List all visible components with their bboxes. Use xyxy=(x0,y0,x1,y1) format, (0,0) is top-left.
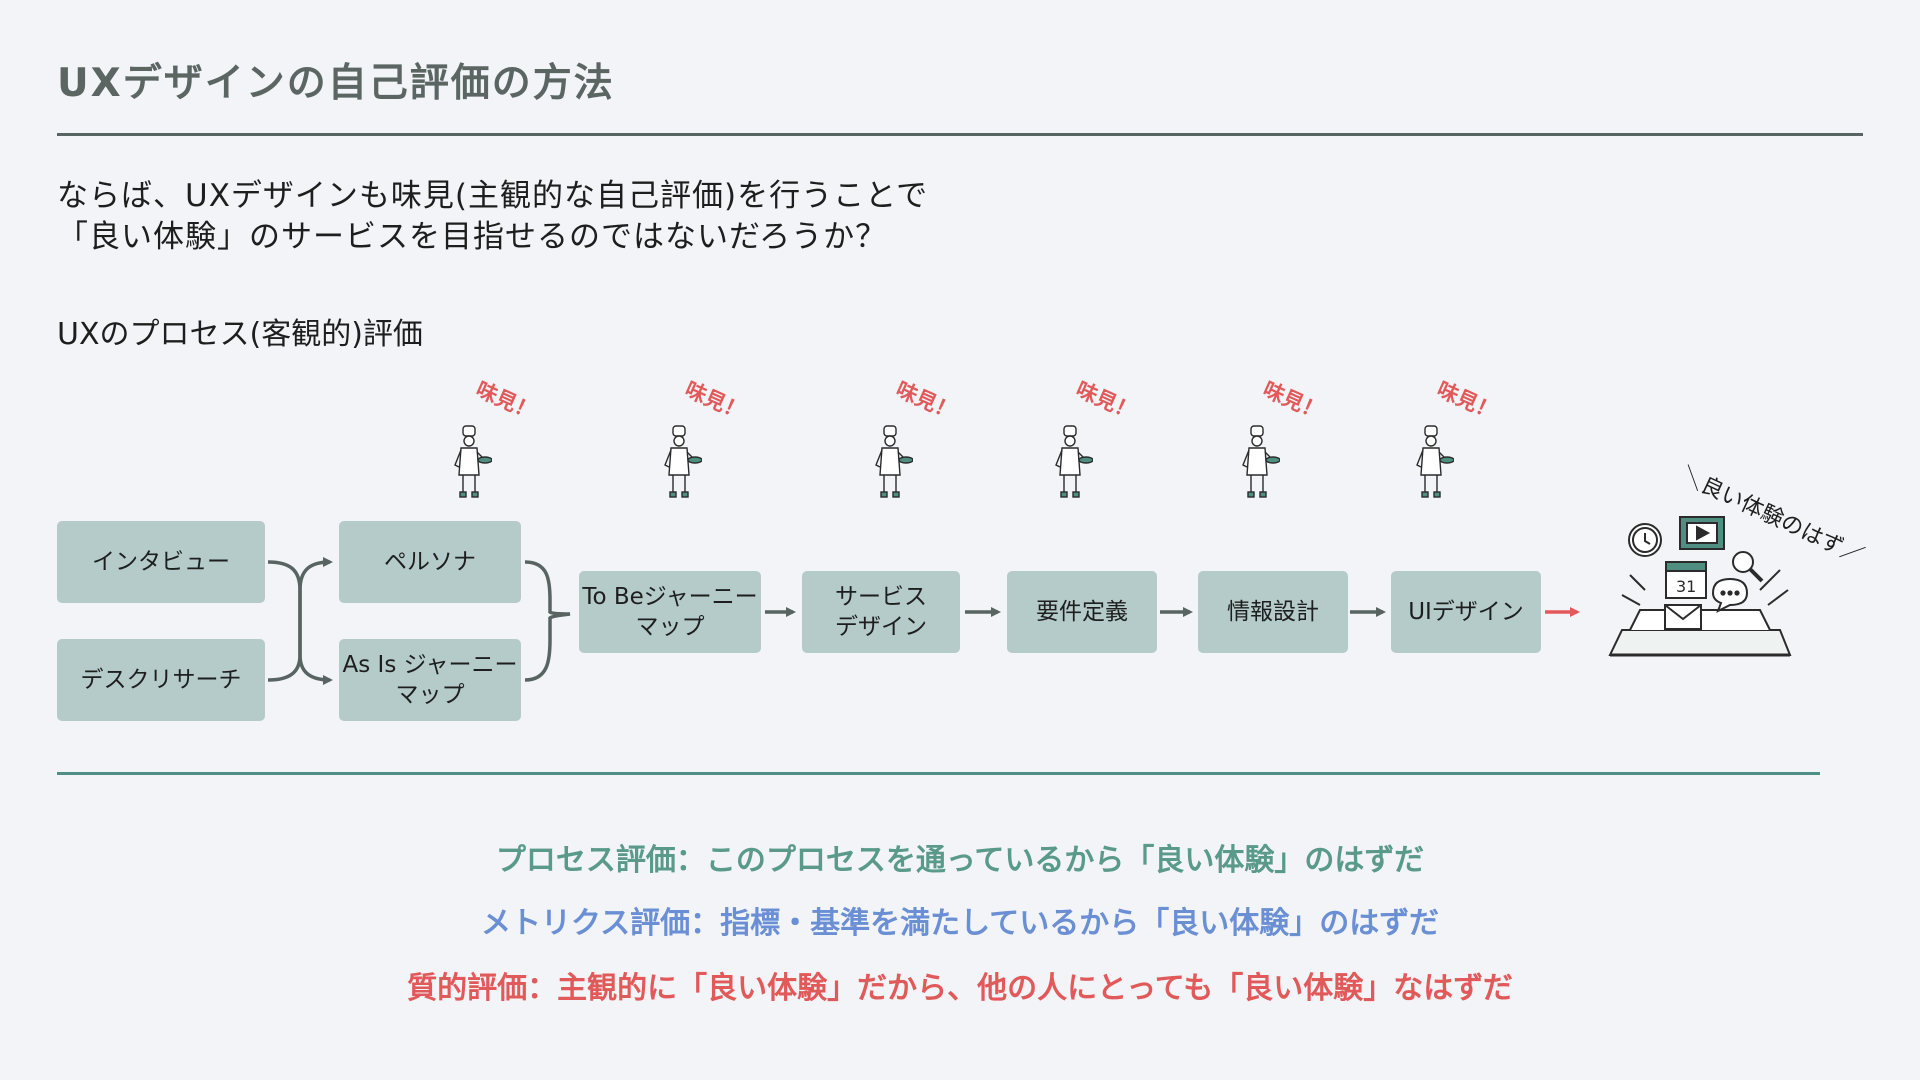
chef-icon xyxy=(454,425,492,498)
chef-icon xyxy=(1055,425,1093,498)
calendar-icon: 31 xyxy=(1665,561,1707,599)
step-requirements: 要件定義 xyxy=(1007,571,1157,653)
step-desk-research: デスクリサーチ xyxy=(57,639,265,721)
step-persona: ペルソナ xyxy=(339,521,521,603)
chat-icon xyxy=(1711,577,1749,614)
bottom-divider xyxy=(57,772,1820,775)
mail-icon xyxy=(1664,604,1702,630)
chef-icon xyxy=(1416,425,1454,498)
step-asis-journey: As Is ジャーニー マップ xyxy=(339,639,521,721)
tablet-illustration: 31 xyxy=(1608,516,1792,657)
intro-line-2: 「良い体験」のサービスを目指せるのではないだろうか？ xyxy=(57,219,888,255)
chef-icon xyxy=(664,425,702,498)
step-tobe-journey: To Beジャーニー マップ xyxy=(579,571,761,653)
intro-line-1: ならば、UXデザインも味見(主観的な自己評価)を行うことで xyxy=(57,178,929,214)
chef-icon xyxy=(1242,425,1280,498)
tablet-icon xyxy=(1608,629,1792,656)
step-service-design: サービス デザイン xyxy=(802,571,960,653)
metrics-evaluation: メトリクス評価：指標・基準を満たしているから「良い体験」のはずだ xyxy=(481,906,1439,941)
play-icon xyxy=(1679,516,1725,550)
title-divider xyxy=(57,133,1863,136)
step-interview: インタビュー xyxy=(57,521,265,603)
page-title: UXデザインの自己評価の方法 xyxy=(57,61,615,106)
section-label: UXのプロセス(客観的)評価 xyxy=(57,317,423,352)
merge-brace xyxy=(524,560,571,682)
split-connector xyxy=(267,557,333,685)
process-evaluation: プロセス評価：このプロセスを通っているから「良い体験」のはずだ xyxy=(495,843,1425,878)
chef-icon xyxy=(875,425,913,498)
step-ui-design: UIデザイン xyxy=(1391,571,1541,653)
qualitative-evaluation: 質的評価：主観的に「良い体験」だから、他の人にとっても「良い体験」なはずだ xyxy=(407,971,1513,1006)
search-icon xyxy=(1732,551,1764,583)
clock-icon xyxy=(1628,523,1662,557)
intro-text: ならば、UXデザインも味見(主観的な自己評価)を行うことで 「良い体験」のサービ… xyxy=(57,176,928,258)
svg-text:31: 31 xyxy=(1676,577,1696,596)
step-information-design: 情報設計 xyxy=(1198,571,1348,653)
